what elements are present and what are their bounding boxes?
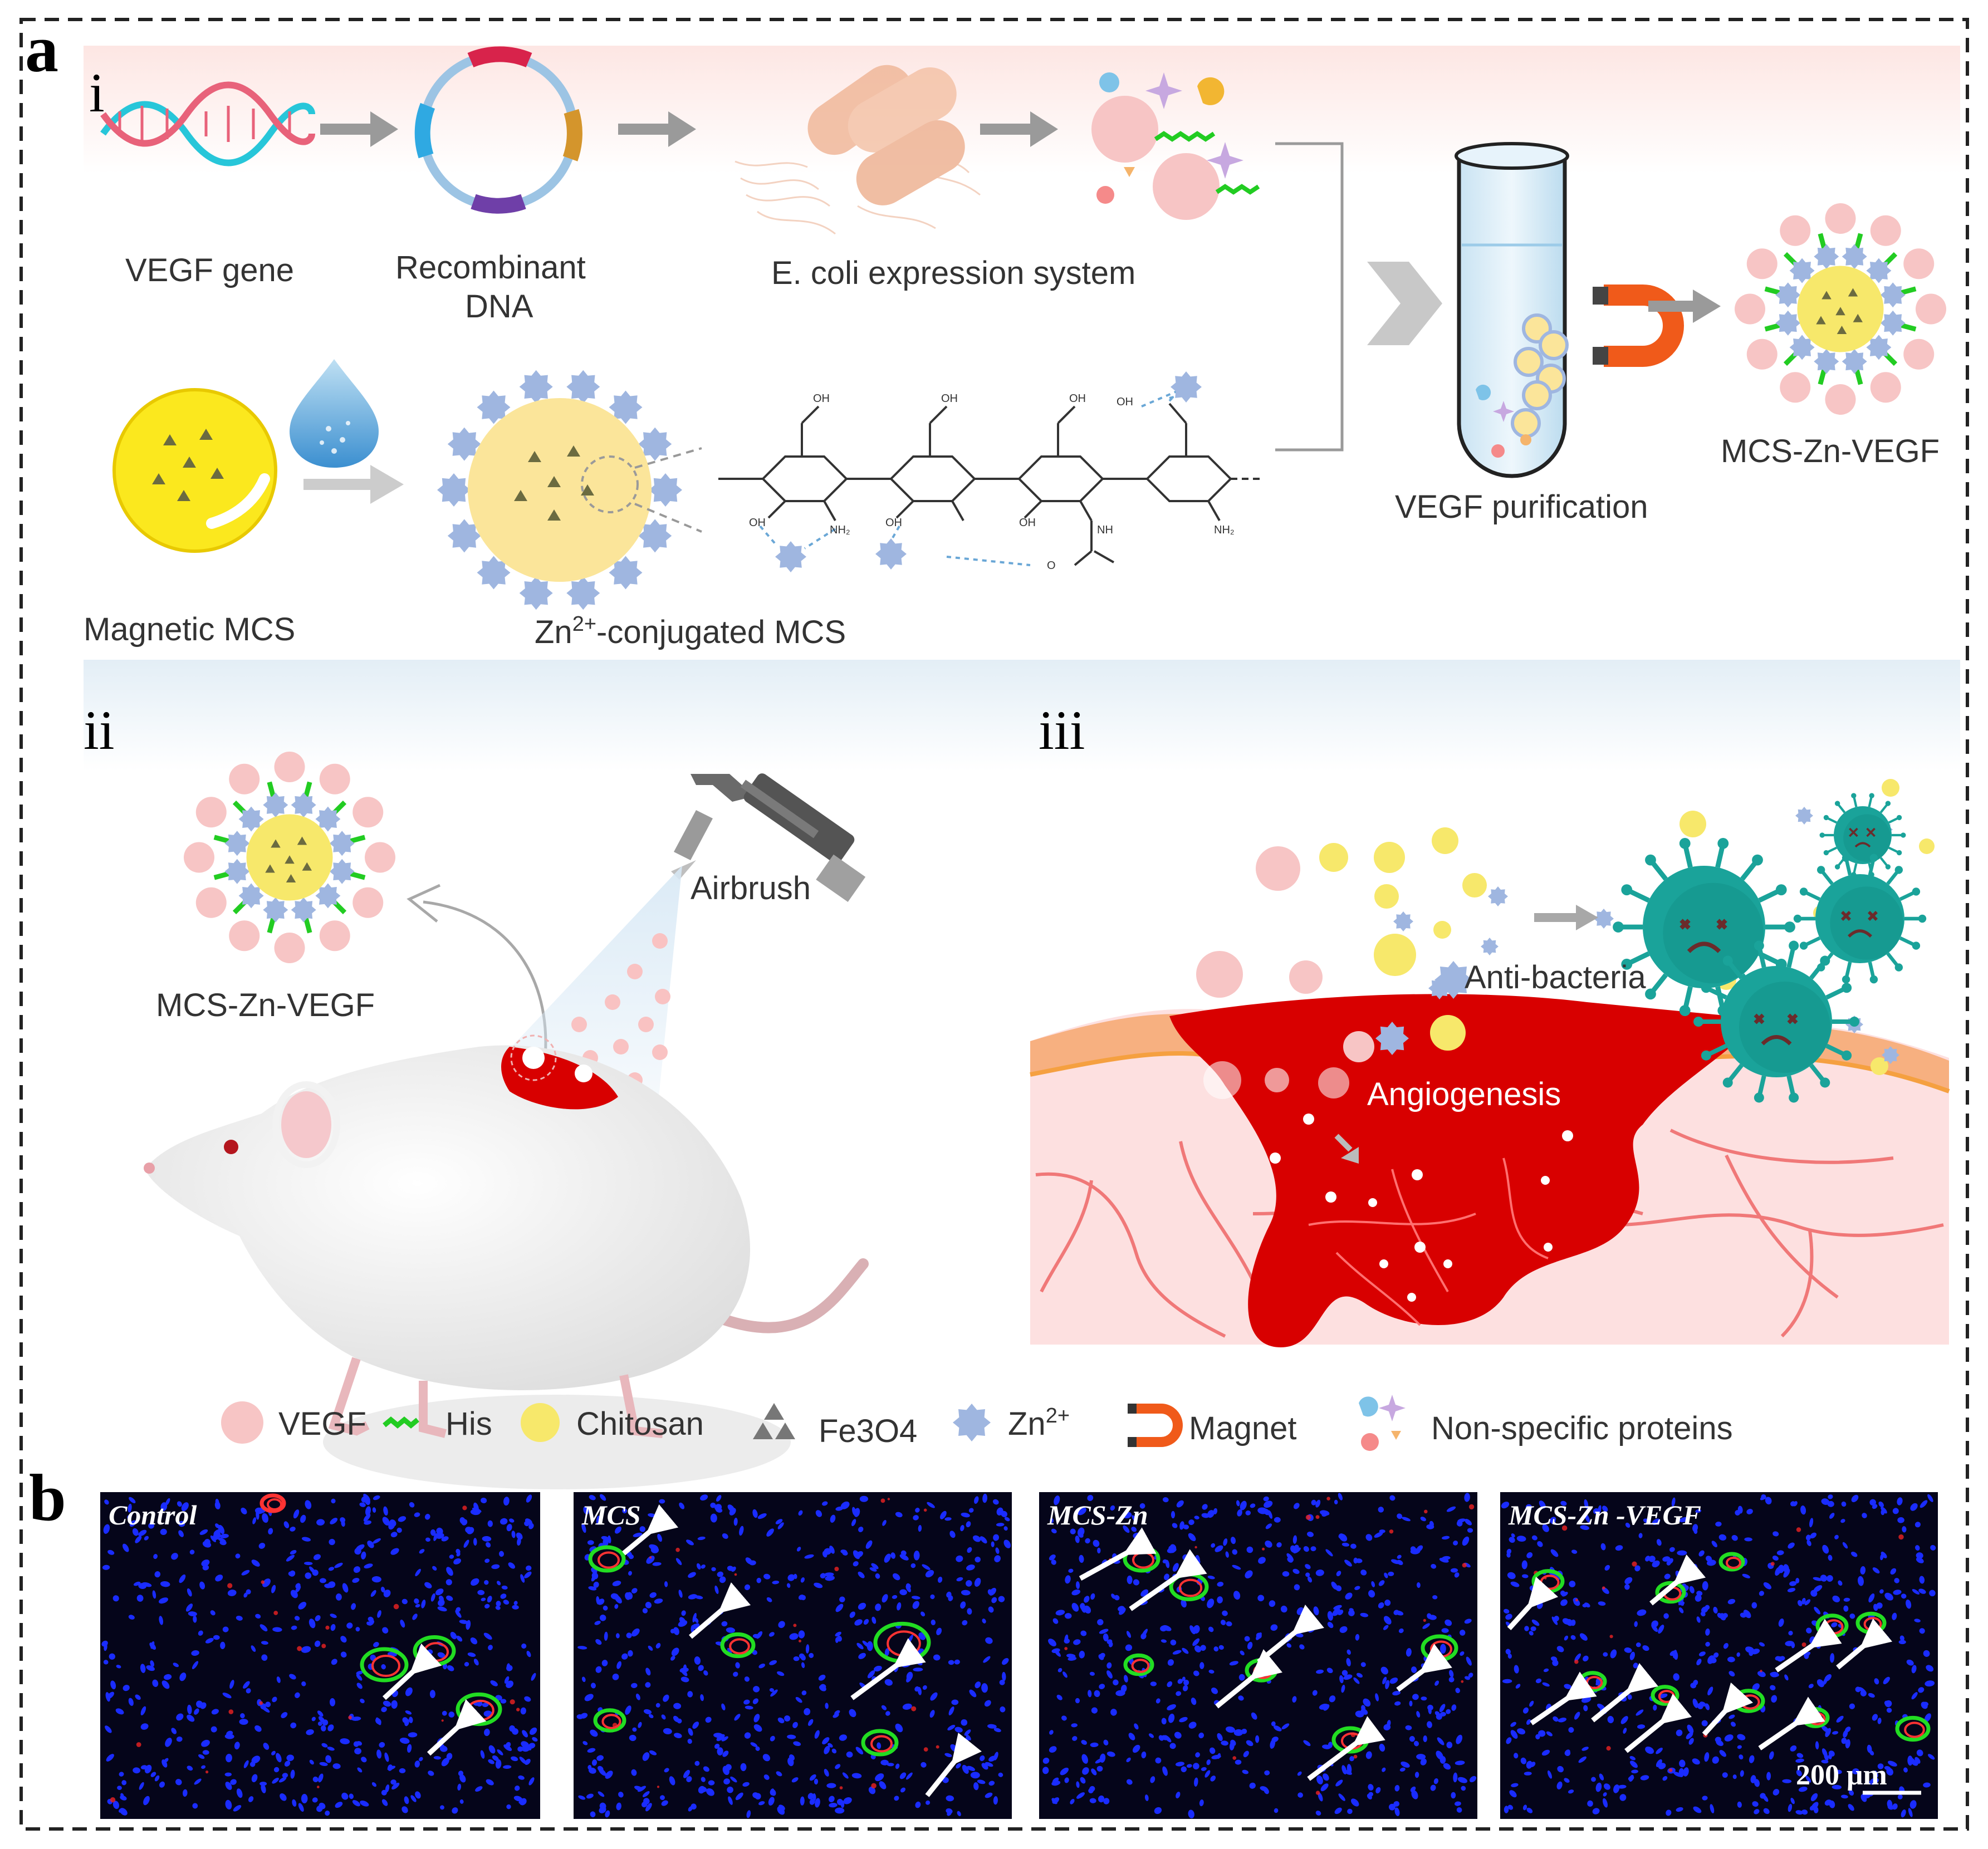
svg-text:NH₂: NH₂ xyxy=(830,524,850,536)
micrograph-4: MCS-Zn -VEGF 200 μm xyxy=(1500,1492,1938,1819)
legend-magnet-label: Magnet xyxy=(1189,1410,1296,1446)
legend-fe3o4-label: Fe3O4 xyxy=(819,1413,917,1449)
arrow-mcs-to-zn-mcs xyxy=(303,465,404,504)
sub-i-numeral: i xyxy=(89,62,105,124)
rat-icon xyxy=(144,1034,869,1489)
label-angiogenesis: Angiogenesis xyxy=(1367,1076,1561,1112)
magnetic-mcs-icon xyxy=(112,388,277,553)
legend-his-label: His xyxy=(445,1406,492,1442)
band-ii-iii xyxy=(84,660,1960,771)
svg-text:OH: OH xyxy=(749,517,766,529)
legend-nonspecific-label: Non-specific proteins xyxy=(1431,1410,1733,1446)
micrograph-1: Control xyxy=(100,1492,540,1819)
arrow-gene-to-plasmid xyxy=(320,111,398,147)
micrograph-title: MCS xyxy=(581,1499,641,1531)
test-tube-icon xyxy=(1455,142,1569,478)
label-vegf-purification: VEGF purification xyxy=(1395,489,1648,525)
svg-text:OH: OH xyxy=(1019,517,1036,529)
arrow-ecoli-to-proteins xyxy=(980,111,1058,147)
label-airbrush: Airbrush xyxy=(691,870,811,906)
label-ecoli: E. coli expression system xyxy=(771,255,1135,291)
figure-frame xyxy=(19,18,1969,1831)
arrow-to-bacteria xyxy=(1534,905,1598,930)
label-vegf-gene: VEGF gene xyxy=(125,252,294,288)
mcs-zn-vegf-particle-icon-ii xyxy=(184,752,395,963)
legend-his-swatch xyxy=(383,1416,419,1429)
legend-zn-label: Zn2+ xyxy=(1008,1404,1070,1442)
legend-magnet-swatch xyxy=(1133,1404,1183,1447)
bracket xyxy=(1275,142,1344,452)
svg-text:NH₂: NH₂ xyxy=(1214,524,1235,536)
zn-ions-on-chain xyxy=(775,371,1202,572)
scale-bar-label: 200 μm xyxy=(1796,1759,1887,1791)
svg-text:OH: OH xyxy=(885,517,902,529)
micrograph-title: MCS-Zn -VEGF xyxy=(1508,1499,1701,1531)
bacteria-icons xyxy=(1613,793,1927,1103)
chitosan-structure xyxy=(718,403,1264,566)
magnet-icon xyxy=(1593,285,1684,367)
micrograph-3: MCS-Zn xyxy=(1039,1492,1477,1819)
label-product-top: MCS-Zn-VEGF xyxy=(1721,433,1940,469)
legend-chitosan-label: Chitosan xyxy=(576,1406,704,1442)
sub-ii-numeral: ii xyxy=(84,699,115,761)
legend-nonspecific-swatch xyxy=(1359,1395,1406,1451)
band-i xyxy=(84,46,1960,174)
zn-conjugated-mcs-icon xyxy=(437,370,702,610)
legend: VEGF His Chitosan Fe3O4 Zn2+ Magnet Non-… xyxy=(221,1395,1733,1451)
legend-chitosan-swatch xyxy=(521,1403,560,1442)
nuclei xyxy=(576,1493,1011,1818)
airbrush-icon xyxy=(671,773,866,903)
label-zn-conjugated-mcs: Zn2+-conjugated MCS xyxy=(535,612,846,650)
curved-arrow-head xyxy=(407,884,441,923)
svg-text:OH: OH xyxy=(813,393,830,405)
chitosan-coordination-lines xyxy=(759,389,1181,566)
legend-zn-swatch xyxy=(953,1404,991,1441)
label-recombinant-2: DNA xyxy=(465,288,533,325)
expressed-proteins-icon xyxy=(1091,72,1260,220)
water-drop-icon xyxy=(290,359,379,468)
label-anti-bacteria: Anti-bacteria xyxy=(1465,959,1646,995)
micrograph-2: MCS xyxy=(574,1492,1012,1819)
wound-tissue-illustration xyxy=(1030,994,1950,1347)
chem-atom-labels: OH OH OH OH OH NH₂ OH OH NH O NH₂ xyxy=(749,393,1235,572)
arrow-plasmid-to-ecoli xyxy=(618,111,696,147)
legend-vegf-swatch xyxy=(221,1401,263,1444)
svg-text:OH: OH xyxy=(1117,396,1133,408)
micrograph-title: Control xyxy=(109,1499,197,1531)
panel-b-letter: b xyxy=(29,1460,66,1534)
svg-text:OH: OH xyxy=(941,393,958,405)
panel-b: b Control MCS MCS-Zn MCS-Zn -VEGF 200 μm xyxy=(29,1460,1938,1819)
arrow-to-product xyxy=(1648,290,1721,323)
panel-a: a i VEGF gene Recombinant DNA xyxy=(25,12,1960,1489)
legend-fe3o4-swatch xyxy=(753,1403,795,1439)
svg-text:OH: OH xyxy=(1069,393,1086,405)
svg-text:NH: NH xyxy=(1097,524,1113,536)
nuclei xyxy=(1042,1493,1477,1818)
label-product-ii: MCS-Zn-VEGF xyxy=(156,987,375,1023)
mcs-zn-vegf-particle-icon xyxy=(1735,203,1946,415)
sub-iii-numeral: iii xyxy=(1039,699,1085,761)
plasmid-icon xyxy=(414,46,582,214)
svg-text:O: O xyxy=(1047,560,1056,572)
legend-vegf-label: VEGF xyxy=(278,1406,366,1442)
panel-a-letter: a xyxy=(25,12,58,86)
label-magnetic-mcs: Magnetic MCS xyxy=(84,611,295,648)
chevron-arrow xyxy=(1367,262,1442,345)
micrograph-title: MCS-Zn xyxy=(1047,1499,1148,1531)
label-recombinant-1: Recombinant xyxy=(395,249,586,286)
ecoli-icon xyxy=(735,65,981,235)
dna-helix-icon xyxy=(100,81,315,166)
